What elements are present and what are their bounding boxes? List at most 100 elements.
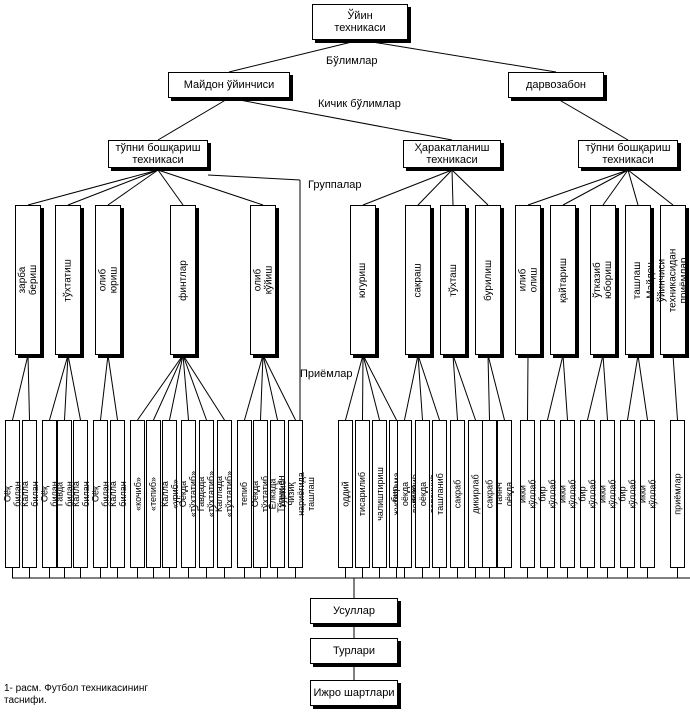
group-box: ташлаш [625, 205, 651, 355]
technique-label: ташланиб [434, 473, 445, 515]
connector [527, 354, 529, 421]
field-player-box: Майдон ўйинчиси [168, 72, 290, 98]
ball-control-goalkeeper-box: тўпни бошқариш техникаси [578, 140, 678, 168]
connector [228, 97, 453, 141]
group-box: сакраш [405, 205, 431, 355]
technique-label: Калла «уриб» [159, 479, 180, 509]
technique-box: оддий [338, 420, 353, 568]
technique-label: тисарилиб [357, 471, 368, 517]
technique-box: тисарилиб [355, 420, 370, 568]
connector [362, 354, 380, 421]
technique-box: чалиштириш [372, 420, 387, 568]
technique-box: тепиб [237, 420, 252, 568]
group-label: олиб кўйиш [252, 265, 274, 295]
group-label: финтлар [177, 259, 189, 301]
group-label: зарба бериш [17, 264, 40, 296]
connector [487, 354, 505, 421]
technique-box: икки кўллаб [598, 420, 618, 568]
technique-label: Тўпни ён чизиқ нариёғида ташлаш [275, 472, 316, 516]
technique-label: Калла билан [19, 481, 40, 507]
technique-box: бир кўллаб [577, 420, 598, 568]
connector [627, 169, 639, 206]
connector [64, 354, 69, 421]
technique-box: Гавда билан [55, 420, 75, 568]
group-box: қайтариш [550, 205, 576, 355]
group-label: қайтариш [557, 257, 569, 303]
technique-box: бир оёқда депсиниб [390, 420, 420, 568]
connector [137, 354, 184, 421]
technique-label: бир кўллаб [577, 479, 598, 509]
technique-label: оддий [340, 481, 351, 507]
ball-control-field-box: тўпни бошқариш техникаси [108, 140, 208, 168]
connector [260, 354, 264, 421]
connector [362, 354, 397, 421]
sections-label: Бўлимлар [326, 55, 378, 67]
connector [417, 169, 453, 206]
technique-label: икки кўллаб [557, 479, 578, 509]
connector [244, 354, 264, 421]
group-label: олиб юриш [97, 266, 120, 294]
group-label: сакраш [412, 262, 424, 298]
technique-label: бир кўллаб [617, 479, 638, 509]
connector [345, 354, 364, 421]
technique-box: Калла «уриб» [159, 420, 180, 568]
technique-box: Калла билан [108, 420, 128, 568]
technique-box: Оёқ билан [91, 420, 111, 568]
connector [67, 354, 81, 421]
technique-box: Елкада туртиб [268, 420, 288, 568]
technique-box: Каллада «тўхтатиб» [215, 420, 235, 568]
connector [157, 97, 230, 141]
connector [157, 169, 264, 206]
connector [262, 354, 278, 421]
connector [452, 354, 458, 421]
technique-box: Калла билан [70, 420, 91, 568]
technique-box: икки кўллаб [518, 420, 538, 568]
group-label: бурилиш [482, 259, 494, 301]
group-box: югуриш [350, 205, 376, 355]
group-box: финтлар [170, 205, 196, 355]
technique-box: Оёқда «тўхтатиб» [179, 420, 199, 568]
connector [587, 354, 604, 421]
technique-label: «тепиб» [148, 476, 159, 512]
connector [555, 97, 629, 141]
technique-label: бир кўллаб [537, 479, 558, 509]
technique-box: бир кўллаб [617, 420, 638, 568]
group-box: зарба бериш [15, 205, 41, 355]
connector [547, 354, 564, 421]
technique-label: Калла билан [70, 481, 91, 507]
group-label: ўтказиб юбориш [592, 261, 615, 299]
technique-box: икки кўллаб [638, 420, 658, 568]
connector [67, 169, 159, 206]
technique-box: Оёқ билан [40, 420, 60, 568]
groups-label: Группалар [308, 179, 362, 191]
technique-label: сакраб [452, 479, 463, 509]
technique-box: Оёқда тўхтатиб [251, 420, 271, 568]
figure-caption: 1- расм. Футбол техникасининг таснифи. [4, 683, 149, 706]
connector [562, 354, 568, 421]
technique-box: дикирлаб [468, 420, 483, 568]
connector [487, 354, 490, 421]
connector [672, 354, 678, 421]
group-label: ташлаш [632, 261, 644, 299]
group-box: олиб кўйиш [250, 205, 276, 355]
connector [27, 354, 30, 421]
connector [228, 39, 361, 73]
connector [362, 354, 364, 421]
technique-label: дикирлаб [470, 474, 481, 514]
connector [49, 354, 69, 421]
technique-label: тепиб [239, 481, 250, 507]
technique-label: таянч оёқда [494, 481, 515, 507]
technique-box: «кочиб» [130, 420, 145, 568]
connector [637, 354, 648, 421]
group-box: Майдон ўйинчиси техникасидан приёмлар гр… [646, 205, 690, 355]
connector [262, 354, 296, 421]
group-label: илиб олиш [517, 267, 540, 293]
group-label: Майдон ўйинчиси техникасидан приёмлар гр… [645, 248, 690, 312]
root-box: Ўйин техникаси [312, 4, 408, 40]
connector [359, 39, 557, 73]
conditions-box: Ижро шартлари [310, 680, 398, 706]
group-box: бурилиш [475, 205, 501, 355]
technique-label: сакраб [484, 479, 495, 509]
connector [417, 354, 440, 421]
